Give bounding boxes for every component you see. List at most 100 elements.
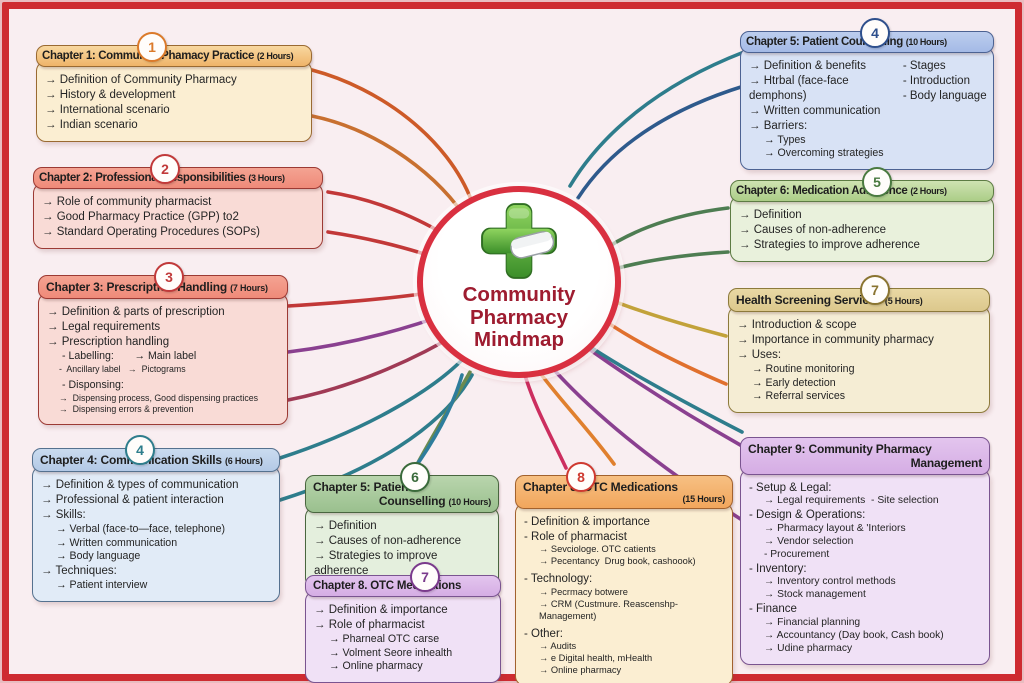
list-item: → Strategies to improve adherence <box>739 238 920 251</box>
chapter6-box: 5 Chapter 6: Medication Adherence (2 Hou… <box>730 167 994 262</box>
list-item: → Definition & importance <box>314 604 448 616</box>
list-item: → Pecrmacy botwere <box>539 586 628 597</box>
health-screening-badge: 7 <box>860 275 890 305</box>
list-item: → Good Pharmacy Practice (GPP) to2 <box>42 210 239 223</box>
list-item: → Patient interview <box>56 579 148 592</box>
chapter4-items: → Definition & types of communication → P… <box>33 472 279 601</box>
list-item: → Causes of non-adherence <box>739 223 887 236</box>
chapter8-orange-header: Chapter 8. OTC Medications (15 Hours) <box>515 475 733 509</box>
chapter3-items: → Definition & parts of prescription → Le… <box>39 299 287 424</box>
chapter8-purple-header: Chapter 8. OTC Medications <box>305 575 501 597</box>
list-item: → Written communication <box>56 536 178 549</box>
list-item: → Online pharmacy <box>539 665 622 676</box>
list-item: → Definition & types of communication <box>41 479 239 491</box>
list-item: → Audits <box>539 641 577 652</box>
chapter4-header: Chapter 4: Communication Skills (6 Hours… <box>32 448 280 472</box>
list-item: - Technology: <box>524 573 593 586</box>
chapter4-hours: (6 Hours) <box>224 456 263 466</box>
list-item: → Prescription handling <box>47 335 170 348</box>
chapter5-bottom-title-line2: Counselling (10 Hours) <box>313 494 491 508</box>
list-item: → CRM (Custmure. Reascenshp-Management) <box>539 598 678 621</box>
list-item: → Legal requirements - Site selection <box>764 495 939 507</box>
center-title-line3: Mindmap <box>474 328 564 352</box>
list-item: - Procurement <box>764 548 830 560</box>
health-screening-items: → Introduction & scope → Importance in co… <box>729 312 989 412</box>
chapter5-bottom-title2: Counselling <box>378 494 446 508</box>
list-item: → Importance in community pharmacy <box>737 333 934 346</box>
list-item: → Udine pharmacy <box>764 642 853 654</box>
list-item: → Sevciologe. OTC catients <box>539 544 656 555</box>
list-item: → Indian scenario <box>45 118 138 131</box>
list-item: → Body language <box>56 550 141 563</box>
chapter4-box: 4 Chapter 4: Communication Skills (6 Hou… <box>32 435 280 602</box>
list-item: - Design & Operations: <box>749 509 866 522</box>
list-item: - Finance <box>749 603 797 616</box>
chapter1-header: Chapter 1: Community Phamacy Practice (2… <box>36 45 312 67</box>
list-item: → Role of community pharmacist <box>42 196 212 208</box>
list-item: → Stock management <box>764 589 866 601</box>
list-item: → Standard Operating Procedures (SOPs) <box>42 225 260 238</box>
chapter6-badge: 5 <box>862 167 892 197</box>
list-item: → Dispensing process, Good dispensing pr… <box>59 392 259 403</box>
list-item: → Referral services <box>752 390 846 403</box>
list-item: → Introduction & scope <box>737 319 857 331</box>
list-item: → Definition & parts of prescription <box>47 306 225 318</box>
list-item: → Financial planning <box>764 616 861 628</box>
list-item: → Vendor selection <box>764 535 854 547</box>
chapter8-orange-items: - Definition & importance- Role of pharm… <box>516 509 732 683</box>
chapter8-purple-badge: 7 <box>410 562 440 592</box>
chapter8-orange-hours: (15 Hours) <box>682 494 725 504</box>
list-item: - Stages <box>902 60 946 72</box>
chapter5-top-items-right: - Stages- Introduction- Body language <box>895 53 993 169</box>
center-title-line2: Pharmacy <box>469 305 568 329</box>
chapter5-bottom-hours: (10 Hours) <box>448 497 491 507</box>
chapter8-purple-box: 7 Chapter 8. OTC Medications → Definitio… <box>305 562 501 683</box>
chapter9-title-line2: Management <box>910 456 983 470</box>
list-item: → Pharmacy layout & 'Interiors <box>764 522 906 534</box>
chapter2-header: Chapter 2: Professional Responsibilities… <box>33 167 323 189</box>
list-item: → Volment Seore inhealth <box>329 646 453 659</box>
chapter6-hours: (2 Hours) <box>910 186 947 196</box>
chapter8-orange-box: 8 Chapter 8. OTC Medications (15 Hours) -… <box>515 462 733 683</box>
chapter2-items: → Role of community pharmacist → Good Pha… <box>34 189 322 248</box>
list-item: - Disponsing: <box>62 379 124 391</box>
list-item: → History & development <box>45 88 176 101</box>
list-item: → Online pharmacy <box>329 660 423 673</box>
center-title-line1: Community <box>462 283 576 306</box>
list-item: → Accountancy (Day book, Cash book) <box>764 629 944 641</box>
list-item: → Legal requirements <box>47 320 161 333</box>
center-title: Community Pharmacy Mindmap <box>462 283 576 352</box>
list-item: - Setup & Legal: <box>749 482 832 494</box>
chapter8-orange-badge: 8 <box>566 462 596 492</box>
chapter5-top-box: 4 Chapter 5: Patient Counselling (10 Hou… <box>740 18 994 171</box>
list-item: → Techniques: <box>41 565 117 578</box>
chapter9-items: - Setup & Legal:→ Legal requirements - S… <box>741 475 989 664</box>
chapter1-items: → Definition of Community Pharmacy→ Hist… <box>37 67 311 141</box>
list-item: → Uses: <box>737 348 782 361</box>
health-screening-hours: (5 Hours) <box>884 296 923 306</box>
chapter2-box: 2 Chapter 2: Professional Responsibiliti… <box>33 154 323 249</box>
list-item: - Role of pharmacist <box>524 530 627 543</box>
list-item: → Professional & patient interaction <box>41 493 224 506</box>
chapter8-orange-title: Chapter 8. OTC Medications <box>523 480 678 494</box>
list-item: - Inventory: <box>749 562 807 575</box>
chapter3-badge: 3 <box>154 262 184 292</box>
list-item: - Ancillary label → Pictograms <box>59 363 186 374</box>
chapter2-badge: 2 <box>150 154 180 184</box>
chapter5-bottom-badge: 6 <box>400 462 430 492</box>
chapter5-top-badge: 4 <box>860 18 890 48</box>
chapter1-box: 1 Chapter 1: Community Phamacy Practice … <box>36 32 312 142</box>
chapter2-hours: (3 Hours) <box>248 173 285 183</box>
list-item: → Causes of non-adherence <box>314 534 462 547</box>
chapter5-top-items-left: → Definition & benefits→ Htrbal (face-fa… <box>741 53 895 169</box>
central-node: Community Pharmacy Mindmap <box>417 186 621 378</box>
chapter1-hours: (2 Hours) <box>256 51 294 61</box>
list-item: → International scenario <box>45 103 170 116</box>
chapter6-items: → Definition→ Causes of non-adherence→ S… <box>731 202 993 261</box>
pharmacy-cross-icon <box>481 203 557 279</box>
chapter2-title: Chapter 2: Professional Responsibilities <box>39 172 246 184</box>
chapter3-title: Chapter 3: Prescription Handling <box>46 280 227 294</box>
health-screening-title: Health Screening Services <box>736 293 882 307</box>
